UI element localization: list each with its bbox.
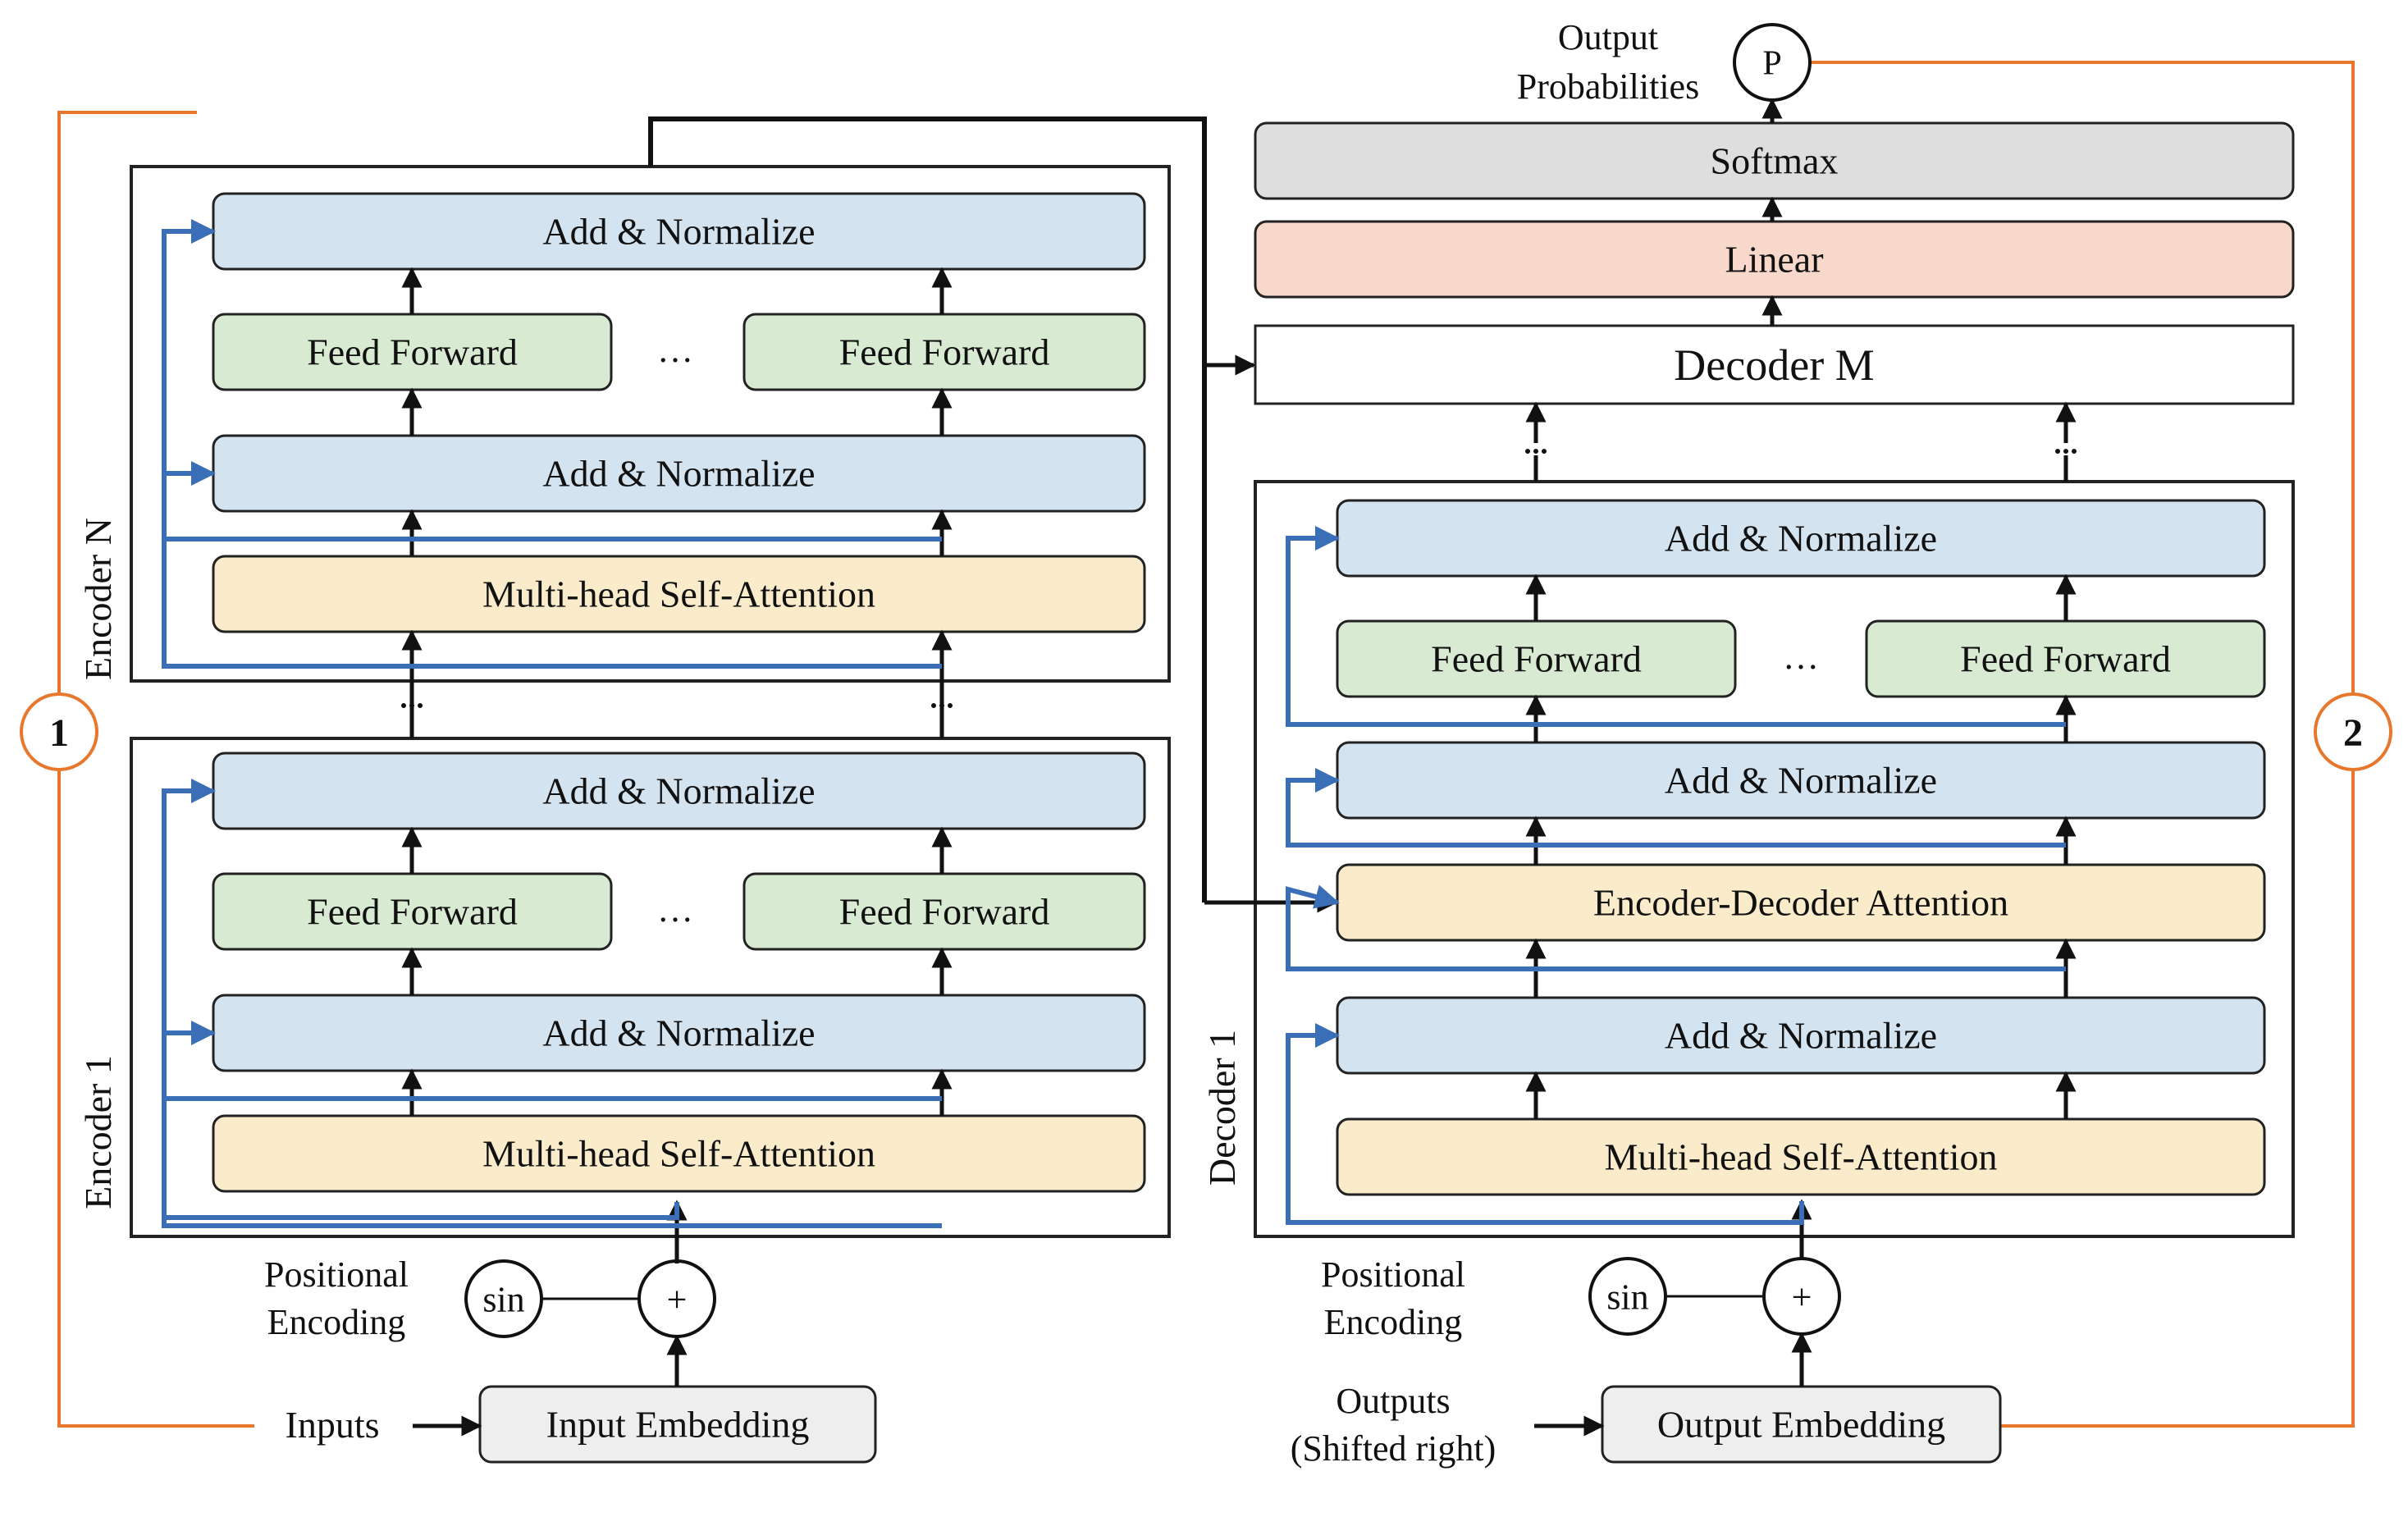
enc-link-dots-0-0 bbox=[401, 703, 406, 708]
decoder-add-normalize-top-label: Add & Normalize bbox=[1665, 518, 1937, 560]
decoder-self-attention-label: Multi-head Self-Attention bbox=[1604, 1136, 1997, 1178]
outputs-line2: (Shifted right) bbox=[1291, 1428, 1496, 1469]
marker-1-circle-label: 1 bbox=[49, 711, 69, 755]
enc-input-residual-h bbox=[164, 1202, 679, 1220]
encoder-n-self-attention bbox=[212, 555, 1146, 633]
encoder-n-residual-2 bbox=[162, 219, 942, 541]
encoder-1-self-attention-label: Multi-head Self-Attention bbox=[482, 1133, 875, 1175]
encoder-1-residual-1 bbox=[162, 1021, 942, 1228]
encoder-n-label: Encoder N bbox=[77, 518, 119, 680]
decoder-m-square-frame bbox=[1254, 324, 2295, 405]
decoder-enc-dec-attention-label: Encoder-Decoder Attention bbox=[1593, 882, 2008, 924]
dec-residual-ed bbox=[1286, 884, 2066, 971]
encoder-n-self-attention-label: Multi-head Self-Attention bbox=[482, 573, 875, 615]
encoder-1-feed-forward-right-label: Feed Forward bbox=[839, 891, 1050, 933]
encoder-1-add-normalize-bottom-label: Add & Normalize bbox=[542, 1012, 815, 1054]
encoder-1-residual-2 bbox=[162, 779, 942, 1101]
decoder-feed-forward-right-label: Feed Forward bbox=[1960, 638, 2171, 680]
decoder-sin-circle-label: sin bbox=[1606, 1277, 1648, 1317]
block-frames bbox=[130, 165, 2295, 1238]
dec-residual-an3 bbox=[1286, 526, 2066, 727]
encoder-n-residual-1 bbox=[162, 461, 942, 669]
dec-link-dots-1-1 bbox=[2063, 449, 2068, 454]
encoder-n-add-normalize-top-label: Add & Normalize bbox=[542, 211, 815, 253]
encoder-plus-circle-label: + bbox=[667, 1279, 688, 1319]
dec-link-dots-0-1 bbox=[1533, 449, 1538, 454]
encoder-n-feed-forward-right-label: Feed Forward bbox=[839, 331, 1050, 373]
encoder-1-label: Encoder 1 bbox=[77, 1055, 119, 1209]
encoder-1-add-normalize-top-label: Add & Normalize bbox=[542, 770, 815, 812]
decoder-m-box-label: Decoder M bbox=[1674, 340, 1874, 390]
encoder-n-add-normalize-bottom-label: Add & Normalize bbox=[542, 453, 815, 495]
dec-link-dots-1-0 bbox=[2055, 449, 2060, 454]
encoder-1-feed-forward-left-label: Feed Forward bbox=[307, 891, 518, 933]
encoder-n-ellipsis: … bbox=[657, 330, 693, 370]
inputs-label: Inputs bbox=[286, 1404, 380, 1446]
decoder-ellipsis: … bbox=[1783, 637, 1819, 677]
marker-2-circle bbox=[2314, 692, 2392, 771]
encoder-1-frame bbox=[130, 737, 1171, 1238]
output-prob-line2: Probabilities bbox=[1517, 66, 1699, 107]
data-flow-arrows bbox=[401, 98, 2077, 1437]
encoder-1-self-attention bbox=[212, 1114, 1146, 1193]
encoder-1-ellipsis: … bbox=[657, 889, 693, 930]
input-embedding-label: Input Embedding bbox=[546, 1404, 810, 1446]
decoder-pe-line2: Encoding bbox=[1324, 1302, 1463, 1342]
enc-out-top bbox=[648, 117, 1207, 365]
decoder-feed-forward-left-label: Feed Forward bbox=[1431, 638, 1642, 680]
decoder-1-label: Decoder 1 bbox=[1201, 1030, 1243, 1186]
residual-connections bbox=[162, 219, 2066, 1228]
marker-1-circle bbox=[20, 692, 98, 771]
decoder-pe-line1: Positional bbox=[1321, 1254, 1465, 1295]
marker-2-circle-label: 2 bbox=[2343, 711, 2363, 755]
dec-link-dots-1-2 bbox=[2072, 449, 2077, 454]
dec-residual-an2 bbox=[1286, 768, 2066, 848]
dec-link-dots-0-0 bbox=[1525, 449, 1530, 454]
encoder-n-feed-forward-left-label: Feed Forward bbox=[307, 331, 518, 373]
enc-link-dots-1-2 bbox=[948, 703, 953, 708]
enc-link-dots-0-2 bbox=[418, 703, 423, 708]
decoder-1-frame bbox=[1254, 480, 2295, 1238]
outputs-line1: Outputs bbox=[1336, 1381, 1450, 1421]
dec-residual-an1 bbox=[1286, 1023, 1804, 1225]
softmax-box-label: Softmax bbox=[1711, 140, 1839, 182]
enc-link-dots-1-0 bbox=[931, 703, 936, 708]
encoder-sin-circle-label: sin bbox=[482, 1279, 524, 1319]
encoder-pe-line1: Positional bbox=[264, 1254, 409, 1295]
decoder-add-normalize-bottom-label: Add & Normalize bbox=[1665, 1015, 1937, 1057]
output-embedding-label: Output Embedding bbox=[1657, 1404, 1945, 1446]
decoder-self-attention bbox=[1336, 1117, 2266, 1196]
decoder-plus-circle-label: + bbox=[1792, 1277, 1812, 1317]
output-prob-line1: Output bbox=[1558, 17, 1658, 57]
encoder-pe-line2: Encoding bbox=[267, 1302, 406, 1342]
p-circle-label: P bbox=[1762, 45, 1781, 83]
dec-link-dots-0-2 bbox=[1542, 449, 1547, 454]
decoder-add-normalize-mid-label: Add & Normalize bbox=[1665, 760, 1937, 802]
linear-box-label: Linear bbox=[1725, 239, 1823, 281]
